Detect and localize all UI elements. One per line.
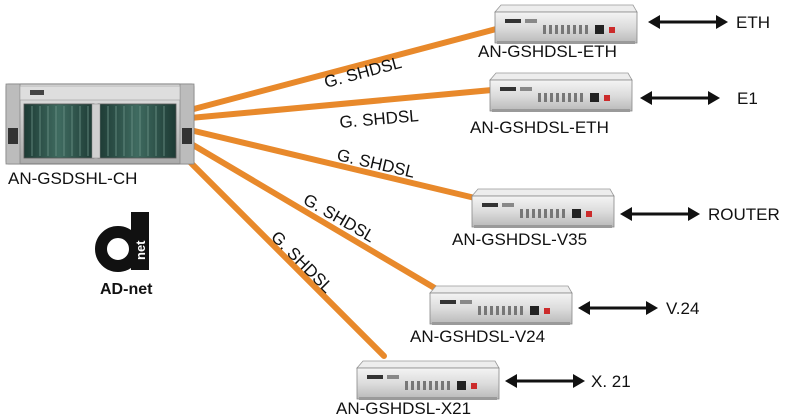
port-label-v24: V.24 — [666, 299, 699, 318]
port-label-x21: X. 21 — [591, 372, 631, 391]
double-arrow-icon — [620, 207, 700, 221]
link-line-eth — [187, 25, 503, 113]
device-e1: AN-GSHDSL-ETH E1 — [470, 72, 758, 137]
port-socket-icon — [572, 209, 581, 218]
port-socket-icon — [530, 306, 539, 315]
device-label-x21: AN-GSHDSL-X21 — [336, 399, 471, 417]
device-label-v35: AN-GSHDSL-V35 — [452, 230, 587, 249]
link-line-x21 — [180, 152, 387, 359]
adnet-logo: net AD-net — [95, 212, 153, 298]
link-line-v24 — [185, 139, 441, 293]
port-label-eth: ETH — [736, 13, 770, 32]
device-label-v24: AN-GSHDSL-V24 — [410, 327, 545, 346]
chassis — [5, 83, 195, 165]
link-line-e1 — [187, 87, 495, 121]
link-label-eth: G. SHDSL — [322, 53, 404, 92]
port-label-v35: ROUTER — [708, 205, 780, 224]
link-line-v35 — [187, 127, 478, 201]
logo-tag: net — [133, 240, 148, 260]
device-eth: AN-GSHDSL-ETH ETH — [478, 4, 770, 61]
double-arrow-icon — [505, 374, 585, 388]
double-arrow-icon — [648, 15, 728, 29]
links — [180, 25, 503, 359]
port-socket-icon — [457, 381, 466, 390]
device-body — [471, 195, 615, 228]
port-socket-icon — [590, 93, 599, 102]
device-label-e1: AN-GSHDSL-ETH — [470, 118, 609, 137]
port-label-e1: E1 — [737, 89, 758, 108]
double-arrow-icon — [578, 301, 658, 315]
device-x21: AN-GSHDSL-X21 X. 21 — [336, 360, 631, 417]
device-v24: AN-GSHDSL-V24 V.24 — [410, 285, 699, 346]
double-arrow-icon — [640, 91, 720, 105]
logo-mark — [95, 226, 141, 272]
device-body — [489, 79, 633, 112]
device-body — [494, 11, 638, 44]
device-body — [356, 367, 500, 400]
device-label-eth: AN-GSHDSL-ETH — [478, 42, 617, 61]
devices: AN-GSHDSL-ETHETHAN-GSHDSL-ETHE1AN-GSHDSL… — [336, 4, 780, 417]
link-label-x21: G. SHDSL — [267, 227, 337, 297]
link-label-e1: G. SHDSL — [339, 106, 420, 132]
chassis-label: AN-GSDSHL-CH — [8, 169, 137, 188]
device-body — [429, 292, 573, 325]
device-v35: AN-GSHDSL-V35 ROUTER — [452, 188, 780, 249]
logo-brand: AD-net — [100, 281, 153, 298]
port-socket-icon — [595, 25, 604, 34]
